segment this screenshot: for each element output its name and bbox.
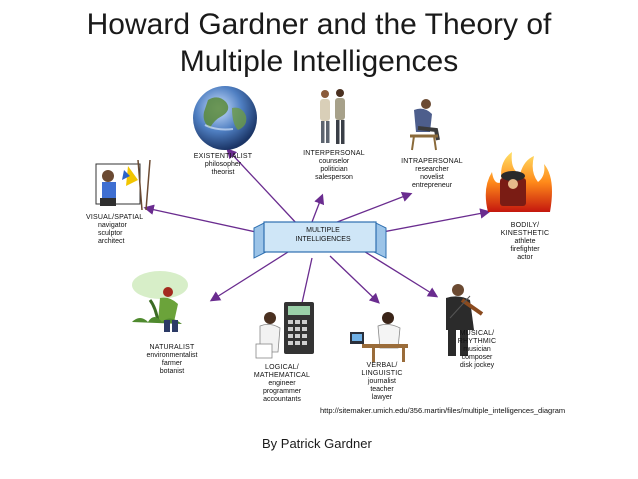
gardener-icon — [132, 271, 188, 332]
visual-role-1: navigator — [98, 222, 127, 229]
naturalist-role-1: environmentalist — [146, 352, 198, 359]
interpersonal-role-3: salesperson — [315, 174, 353, 181]
node-intrapersonal: INTRAPERSONAL researcher novelist entrep… — [396, 158, 468, 190]
arrow-verbal — [329, 255, 380, 304]
logical-title-2: MATHEMATICAL — [253, 372, 311, 379]
naturalist-role-2: farmer — [161, 360, 183, 367]
arrow-naturalist — [209, 251, 289, 302]
node-interpersonal: INTERPERSONAL counselor politician sales… — [298, 150, 370, 182]
bodily-role-3: actor — [517, 254, 533, 261]
node-verbal: VERBAL/ LINGUISTIC journalist teacher la… — [352, 362, 412, 402]
bodily-title-1: BODILY/ — [510, 222, 540, 229]
arrow-interpersonal — [311, 193, 325, 223]
musical-title-1: MUSICAL/ — [459, 330, 495, 337]
visual-role-3: architect — [98, 238, 125, 245]
bodily-role-2: firefighter — [510, 246, 540, 253]
visual-role-2: sculptor — [98, 230, 123, 237]
center-line-1: MULTIPLE — [306, 227, 340, 234]
node-logical: LOGICAL/ MATHEMATICAL engineer programme… — [246, 364, 318, 404]
logical-role-3: accountants — [263, 396, 301, 403]
naturalist-title: NATURALIST — [149, 344, 195, 351]
musical-role-1: musician — [463, 346, 491, 353]
arrow-bodily — [371, 208, 491, 235]
center-banner — [253, 221, 387, 259]
node-bodily: BODILY/ KINESTHETIC athlete firefighter … — [490, 222, 560, 262]
painter-icon — [95, 159, 151, 211]
existentialist-title: EXISTENTIALIST — [193, 153, 253, 160]
calculator-icon — [255, 302, 314, 359]
bodily-role-1: athlete — [514, 238, 536, 245]
slide-title: Howard Gardner and the Theory of Multipl… — [0, 6, 638, 80]
globe-icon — [193, 86, 257, 150]
arrow-visual — [143, 204, 275, 237]
node-naturalist: NATURALIST environmentalist farmer botan… — [136, 344, 208, 376]
musical-role-2: composer — [461, 354, 493, 361]
node-existentialist: EXISTENTIALIST philosopher theorist — [186, 153, 260, 177]
intrapersonal-title: INTRAPERSONAL — [401, 158, 463, 165]
verbal-role-2: teacher — [370, 386, 394, 393]
violinist-icon — [446, 284, 484, 356]
interpersonal-role-1: counselor — [318, 158, 350, 165]
intrapersonal-role-3: entrepreneur — [411, 182, 453, 189]
source-url: http://sitemaker.umich.edu/356.martin/fi… — [320, 406, 566, 415]
arrow-existentialist — [226, 148, 299, 226]
intrapersonal-role-1: researcher — [415, 166, 449, 173]
firefighter-icon — [485, 152, 552, 212]
logical-title-1: LOGICAL/ — [265, 364, 299, 371]
people-pair-icon — [320, 89, 345, 144]
musical-role-3: disk jockey — [459, 362, 495, 369]
byline: By Patrick Gardner — [262, 436, 372, 451]
arrow-intrapersonal — [331, 191, 413, 225]
verbal-role-1: journalist — [367, 378, 396, 385]
thinker-icon — [410, 99, 440, 151]
center-label: MULTIPLE INTELLIGENCES — [283, 226, 363, 244]
verbal-role-3: lawyer — [371, 394, 393, 401]
bodily-title-2: KINESTHETIC — [500, 230, 550, 237]
node-visual: VISUAL/SPATIAL navigator sculptor archit… — [86, 214, 160, 246]
naturalist-role-3: botanist — [159, 368, 185, 375]
existentialist-role-1: philosopher — [204, 161, 242, 168]
logical-role-2: programmer — [262, 388, 302, 395]
writer-icon — [350, 312, 408, 362]
musical-title-2: RHYTHMIC — [457, 338, 497, 345]
visual-title: VISUAL/SPATIAL — [86, 214, 144, 221]
verbal-title-1: VERBAL/ — [366, 362, 398, 369]
title-line-2: Multiple Intelligences — [179, 45, 459, 78]
title-line-1: Howard Gardner and the Theory of — [86, 8, 552, 41]
intrapersonal-role-2: novelist — [420, 174, 444, 181]
center-line-2: INTELLIGENCES — [295, 236, 351, 243]
node-musical: MUSICAL/ RHYTHMIC musician composer disk… — [444, 330, 510, 370]
verbal-title-2: LINGUISTIC — [361, 370, 403, 377]
existentialist-role-2: theorist — [211, 169, 235, 176]
interpersonal-role-2: politician — [320, 166, 348, 173]
interpersonal-title: INTERPERSONAL — [303, 150, 365, 157]
arrow-musical — [361, 249, 439, 298]
logical-role-1: engineer — [268, 380, 296, 387]
